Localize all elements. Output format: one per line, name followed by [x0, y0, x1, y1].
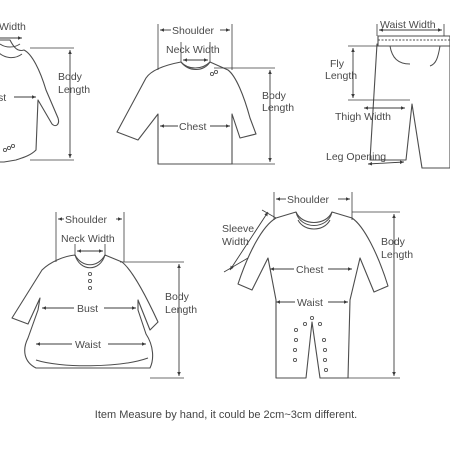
dress-bust-label: Bust	[77, 303, 98, 315]
romper-sleeve-width-label-1: Sleeve	[222, 223, 254, 235]
tshirt-neck-width-label: Neck Width	[166, 44, 220, 56]
romper-sleeve-ext-top	[261, 209, 277, 219]
romper-waist-label: Waist	[297, 297, 323, 309]
romper-snap	[292, 347, 298, 353]
tshirt-snap	[209, 71, 215, 77]
bodysuit-collar	[0, 53, 23, 59]
dress-hem	[35, 357, 149, 367]
bodysuit-body-length-label-1: Body	[58, 71, 83, 83]
pants-leg-opening-label: Leg Opening	[326, 151, 386, 163]
romper-shoulder-label: Shoulder	[287, 194, 330, 206]
romper-neckline	[295, 211, 333, 226]
dress-diagram: Shoulder Neck Width Bust Waist Body Leng…	[11, 212, 197, 379]
romper-body-length-label-2: Length	[381, 249, 413, 261]
bodysuit-body-length-label-2: Length	[58, 84, 90, 96]
pants-waist-width-label: Waist Width	[380, 19, 436, 31]
bodysuit-snap	[6, 145, 12, 151]
romper-snap	[322, 347, 328, 353]
tshirt-snap	[213, 69, 219, 75]
dress-outline	[11, 254, 159, 369]
tshirt-chest-label: Chest	[179, 121, 207, 133]
pants-diagram: Waist Width Fly Length Thigh Width Leg O…	[325, 19, 450, 169]
dress-button	[87, 285, 93, 291]
pants-fly-length-label-2: Length	[325, 70, 357, 82]
measurement-note: Item Measure by hand, it could be 2cm~3c…	[95, 409, 357, 421]
dress-shoulder-label: Shoulder	[65, 214, 108, 226]
bodysuit-snap	[2, 147, 8, 153]
tshirt-body-length-label-1: Body	[262, 90, 287, 102]
romper-snap	[302, 321, 308, 327]
bodysuit-width-label: Width	[0, 21, 26, 33]
tshirt-diagram: Shoulder Neck Width Chest Body Length	[116, 24, 294, 165]
dress-waist-label: Waist	[75, 339, 101, 351]
romper-collar	[297, 219, 331, 230]
bodysuit-diagram: Width st Body Length	[0, 21, 90, 163]
dress-neckline	[74, 254, 106, 269]
bodysuit-outline	[0, 39, 60, 163]
dress-button	[87, 278, 93, 284]
dress-body-length-label-2: Length	[165, 304, 197, 316]
romper-snap	[322, 357, 328, 363]
dress-button	[87, 271, 93, 277]
romper-snap	[292, 357, 298, 363]
romper-snap	[317, 321, 323, 327]
tshirt-outline	[116, 61, 257, 165]
romper-snap	[321, 337, 327, 343]
romper-body-length-label-1: Body	[381, 236, 406, 248]
romper-snap	[293, 337, 299, 343]
tshirt-neckline	[180, 61, 211, 70]
tshirt-shoulder-label: Shoulder	[172, 25, 215, 37]
romper-outline	[237, 211, 389, 379]
pants-fly-length-label-1: Fly	[330, 58, 345, 70]
bodysuit-bust-label: st	[0, 92, 6, 104]
pants-outline	[369, 43, 450, 169]
romper-snap	[309, 315, 315, 321]
bodysuit-snap	[10, 143, 16, 149]
romper-sleeve-width-label-2: Width	[222, 236, 249, 248]
pants-leg-opening-arrow	[367, 160, 405, 166]
pants-waistband	[377, 35, 450, 47]
dress-body-length-label-1: Body	[165, 291, 190, 303]
bodysuit-neckline	[0, 43, 21, 48]
pants-pockets	[389, 45, 441, 67]
tshirt-body-length-label-2: Length	[262, 102, 294, 114]
dress-neck-width-label: Neck Width	[61, 233, 115, 245]
romper-snap	[323, 367, 329, 373]
romper-snap	[293, 327, 299, 333]
romper-chest-label: Chest	[296, 264, 324, 276]
romper-sleeve-width-arrow	[229, 211, 269, 271]
pants-thigh-width-label: Thigh Width	[335, 111, 391, 123]
romper-diagram: Shoulder Sleeve Width Chest Waist Body L…	[222, 192, 413, 379]
